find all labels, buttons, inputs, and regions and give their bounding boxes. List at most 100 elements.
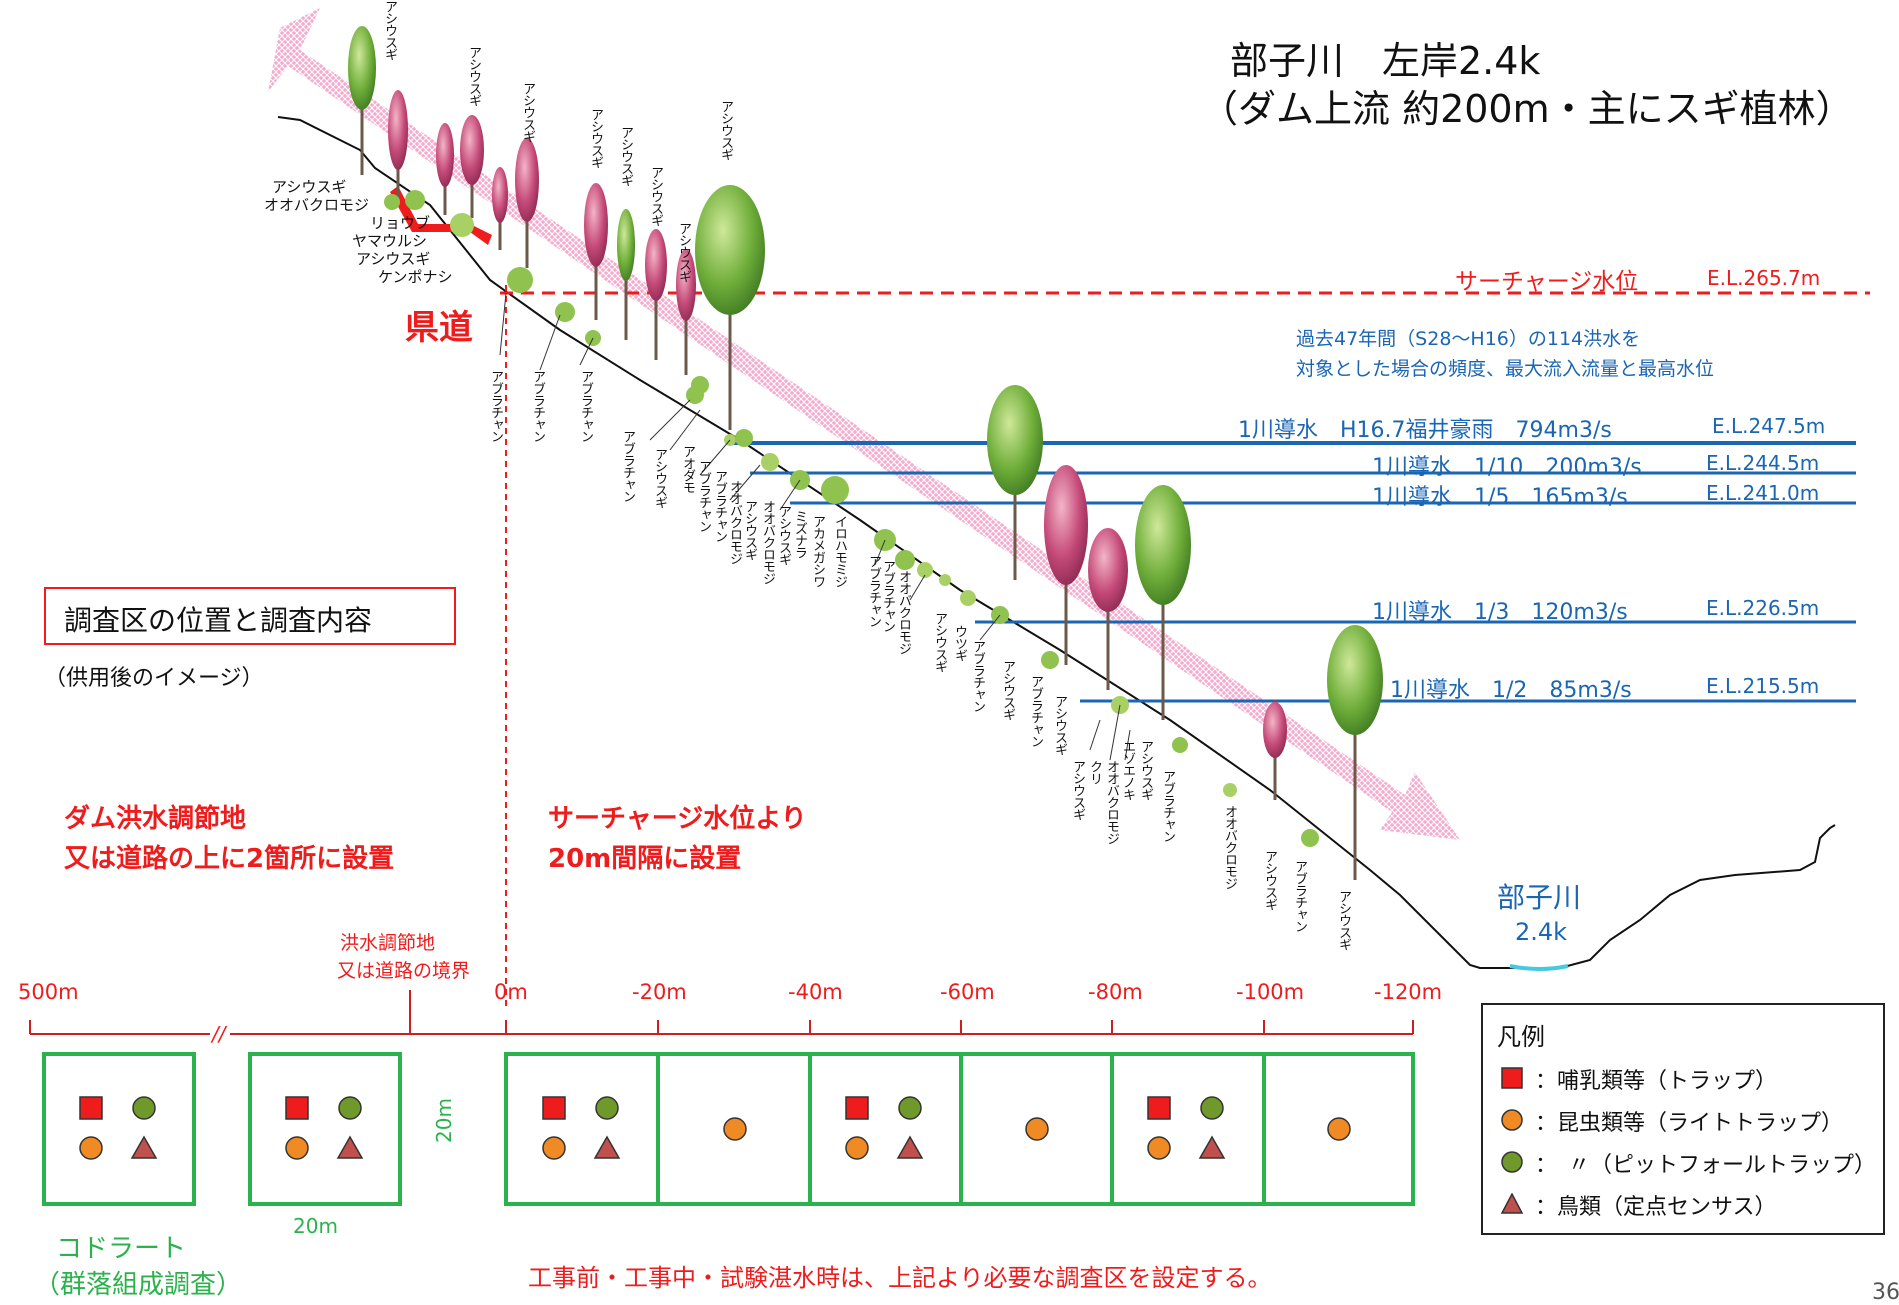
scale-label-minus60m: -60m bbox=[940, 980, 995, 1004]
boundary-note-line1: 洪水調節地 bbox=[340, 932, 436, 954]
legend-text-insect-pitfall: ： 〃（ピットフォールトラップ） bbox=[1535, 1153, 1877, 1178]
page-number: 36 bbox=[1872, 1280, 1899, 1305]
legend: 凡例 ：哺乳類等（トラップ） ：昆虫類等（ライトトラップ） ： 〃（ピットフォー… bbox=[1481, 1003, 1885, 1235]
cluster-label: オオバクロモジ bbox=[264, 196, 370, 214]
survey-title: 調査区の位置と調査内容 bbox=[64, 604, 373, 637]
plot-size-vertical: 20m bbox=[432, 1098, 456, 1143]
bottom-tree-label: アブラチャン bbox=[696, 460, 711, 532]
quadrat-label-line2: （群落組成調査） bbox=[34, 1270, 243, 1300]
scale-label-minus80m: -80m bbox=[1088, 980, 1143, 1004]
bottom-tree-label: アシウスギ bbox=[1262, 850, 1277, 910]
bird-census-1 bbox=[130, 1135, 158, 1159]
bottom-tree-label: アシウスギ bbox=[776, 505, 791, 565]
bottom-tree-label: アオダモ bbox=[680, 445, 695, 493]
tree-group-lower bbox=[686, 376, 1383, 880]
pitfall-trap-3 bbox=[595, 1096, 619, 1120]
site-title-line2: （ダム上流 約200m・主にスギ植林） bbox=[1200, 87, 1854, 131]
bottom-tree-label: クリ bbox=[1087, 760, 1102, 784]
bottom-tree-label: オオバクロモジ bbox=[760, 500, 775, 584]
legend-title: 凡例 bbox=[1497, 1023, 1545, 1051]
orange-circle-icon bbox=[1501, 1109, 1523, 1131]
light-trap-5 bbox=[845, 1136, 869, 1160]
light-trap-6 bbox=[1025, 1117, 1049, 1141]
bottom-tree-label: アシウスギ bbox=[652, 448, 667, 508]
top-tree-label: アシウスギ bbox=[718, 100, 733, 160]
bottom-tree-label: アシウスギ bbox=[1052, 695, 1067, 755]
bottom-tree-label: オオバクロモジ bbox=[1222, 805, 1237, 889]
cluster-label: リョウブ bbox=[370, 214, 431, 232]
river-water bbox=[1509, 964, 1569, 971]
bird-census-7 bbox=[1198, 1135, 1226, 1159]
survey-title-box: 調査区の位置と調査内容 bbox=[44, 587, 456, 645]
scale-break-mark: // bbox=[212, 1022, 226, 1046]
bottom-tree-label: ウツギ bbox=[952, 625, 967, 661]
mammal-trap-1 bbox=[79, 1096, 103, 1120]
top-tree-label: アシウスギ bbox=[520, 82, 535, 142]
scale-label-500m: 500m bbox=[18, 980, 79, 1004]
bottom-tree-label: アシウスギ bbox=[1070, 760, 1085, 820]
river-name: 部子川 bbox=[1497, 881, 1582, 914]
scale-bar bbox=[29, 990, 1414, 1035]
cluster-label: アシウスギ bbox=[272, 178, 347, 196]
top-tree-label: アシウスギ bbox=[382, 0, 397, 60]
pitfall-trap-5 bbox=[898, 1096, 922, 1120]
legend-text-bird: ：鳥類（定点センサス） bbox=[1535, 1195, 1777, 1220]
bottom-tree-label: アシウスギ bbox=[1336, 890, 1351, 950]
water-level-label-3: 1川導水 1/5 165m3/s bbox=[1372, 485, 1628, 510]
pitfall-trap-7 bbox=[1200, 1096, 1224, 1120]
survey-plots bbox=[42, 1052, 1415, 1206]
scale-label-minus120m: -120m bbox=[1374, 980, 1443, 1004]
bird-census-3 bbox=[593, 1135, 621, 1159]
surcharge-label: サーチャージ水位 bbox=[1455, 269, 1639, 295]
bottom-tree-label: アブラチャン bbox=[1292, 860, 1307, 932]
water-level-label-5: 1川導水 1/2 85m3/s bbox=[1390, 678, 1632, 703]
bottom-tree-label: イロハモミジ bbox=[832, 515, 847, 587]
water-level-elev-1: E.L.247.5m bbox=[1712, 414, 1826, 438]
plot-size-horizontal: 20m bbox=[293, 1214, 338, 1238]
bottom-tree-label: アカメガシワ bbox=[810, 515, 825, 587]
mammal-trap-5 bbox=[845, 1096, 869, 1120]
label-leaders bbox=[499, 292, 1131, 761]
bottom-tree-label: アブラチャン bbox=[488, 370, 503, 442]
legend-text-insect-light: ：昆虫類等（ライトトラップ） bbox=[1535, 1111, 1844, 1136]
note-left-line1: ダム洪水調節地 bbox=[64, 804, 247, 834]
water-level-elev-3: E.L.241.0m bbox=[1706, 481, 1820, 505]
light-trap-4 bbox=[723, 1117, 747, 1141]
green-circle-icon bbox=[1501, 1151, 1523, 1173]
mammal-trap-2 bbox=[285, 1096, 309, 1120]
bottom-tree-label: アシウスギ bbox=[1138, 740, 1153, 800]
mammal-trap-7 bbox=[1147, 1096, 1171, 1120]
cluster-label: アシウスギ bbox=[356, 250, 431, 268]
scale-label-minus100m: -100m bbox=[1236, 980, 1305, 1004]
bottom-tree-label: アシウスギ bbox=[1000, 660, 1015, 720]
history-note-line2: 対象とした場合の頻度、最大流入流量と最高水位 bbox=[1296, 358, 1715, 380]
bottom-tree-label: オオバクロモジ bbox=[727, 480, 742, 564]
water-level-elev-5: E.L.215.5m bbox=[1706, 674, 1820, 698]
light-trap-2 bbox=[285, 1136, 309, 1160]
bottom-tree-label: ミズナラ bbox=[792, 510, 807, 558]
bird-census-2 bbox=[336, 1135, 364, 1159]
quadrat-label-line1: コドラート bbox=[56, 1234, 187, 1264]
water-level-label-2: 1川導水 1/10 200m3/s bbox=[1372, 455, 1642, 480]
scale-label-minus20m: -20m bbox=[632, 980, 687, 1004]
cluster-label: ヤマウルシ bbox=[352, 232, 428, 250]
surcharge-elevation: E.L.265.7m bbox=[1707, 266, 1821, 290]
bottom-tree-label: アシウスギ bbox=[932, 612, 947, 672]
light-trap-7 bbox=[1147, 1136, 1171, 1160]
bottom-tree-label: オオバクロモジ bbox=[896, 570, 911, 654]
bottom-tree-label: アブラチャン bbox=[970, 640, 985, 712]
top-tree-label: アシウスギ bbox=[588, 108, 603, 168]
top-tree-label: アシウスギ bbox=[618, 126, 633, 186]
bottom-tree-label: アブラチャン bbox=[866, 555, 881, 627]
water-level-label-4: 1川導水 1/3 120m3/s bbox=[1372, 600, 1628, 625]
water-level-label-1: 1川導水 H16.7福井豪雨 794m3/s bbox=[1238, 418, 1612, 443]
light-trap-8 bbox=[1327, 1117, 1351, 1141]
history-note-line1: 過去47年間（S28～H16）の114洪水を bbox=[1296, 328, 1641, 350]
mammal-trap-3 bbox=[542, 1096, 566, 1120]
bottom-tree-label: アブラチャン bbox=[578, 370, 593, 442]
water-level-elev-2: E.L.244.5m bbox=[1706, 451, 1820, 475]
bottom-tree-label: アブラチャン bbox=[530, 370, 545, 442]
note-mid-line2: 20m間隔に設置 bbox=[548, 844, 742, 874]
river-km: 2.4k bbox=[1515, 918, 1568, 946]
bird-census-5 bbox=[896, 1135, 924, 1159]
